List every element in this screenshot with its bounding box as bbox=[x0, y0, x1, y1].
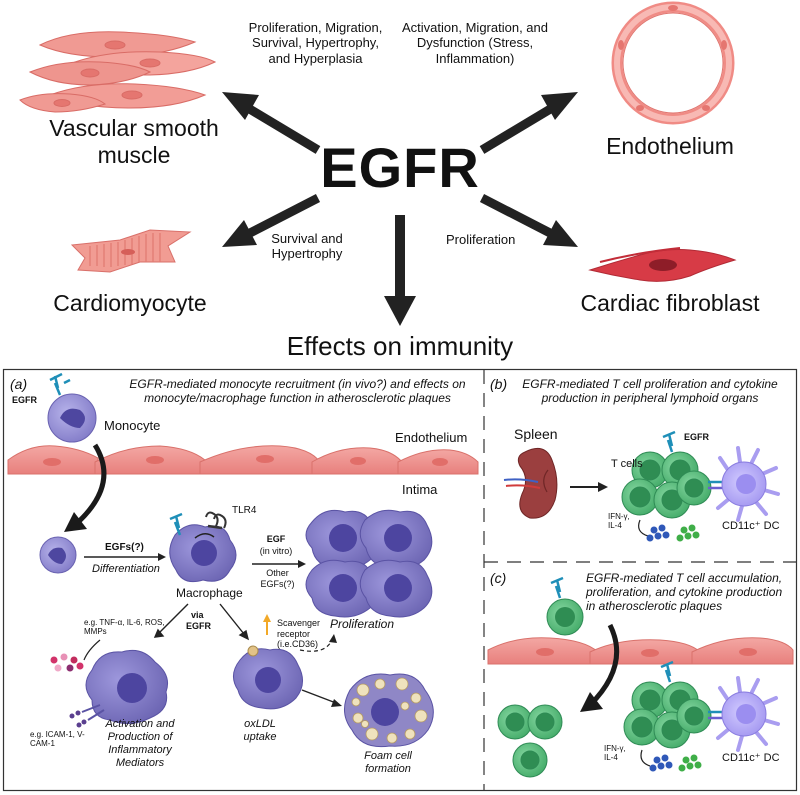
panel-a-egfr-receptor-icon bbox=[49, 372, 71, 396]
panel-a-endothelium-layer bbox=[7, 445, 479, 475]
endothelium-ring-icon bbox=[611, 1, 735, 125]
panel-a-monocyte-label: Monocyte bbox=[104, 418, 161, 433]
arrow-to-fibroblast bbox=[479, 193, 578, 247]
panel-a-scavenger-receptor-icon bbox=[263, 614, 271, 635]
panel-a-recruitment-arrow bbox=[64, 443, 107, 532]
panel-a-feedback-arrow bbox=[299, 639, 333, 652]
panel-a-egf-label: EGF bbox=[266, 534, 286, 544]
panel-a-tlr4-icon bbox=[205, 511, 227, 530]
arrow-to-immunity bbox=[384, 215, 416, 326]
panel-a-small-monocyte-icon bbox=[39, 536, 77, 574]
panel-a-oxldl-label: oxLDL uptake bbox=[243, 718, 277, 743]
cardiomyocyte-icon bbox=[70, 229, 192, 273]
panel-c-tcell-cluster-icon bbox=[623, 681, 712, 749]
endothelium-effect: Activation, Migration, and Dysfunction (… bbox=[402, 20, 548, 66]
panel-a-tlr4-label: TLR4 bbox=[232, 505, 257, 516]
panel-c-ifn-label: IFN-γ, IL-4 bbox=[604, 744, 626, 763]
panel-a-cytokines-label: e.g. TNF-α, IL-6, ROS, MMPs bbox=[84, 618, 165, 637]
panel-a-proliferation-label: Proliferation bbox=[330, 617, 395, 631]
immunity-heading: Effects on immunity bbox=[286, 331, 514, 361]
panel-a-foam-label: Foam cell formation bbox=[364, 750, 412, 775]
panel-b-cytokine-dots-icon bbox=[646, 524, 700, 542]
panel-c-synapse-icon bbox=[708, 710, 722, 720]
panel-c-cluster-egfr-icon bbox=[660, 660, 674, 683]
panel-a-binding-arrow bbox=[194, 533, 215, 539]
panel-a-mediator-dots-icon bbox=[50, 653, 84, 672]
panel-a-macrophage-icon bbox=[169, 524, 237, 583]
panel-a-macrophage-label: Macrophage bbox=[176, 586, 243, 600]
fibroblast-label: Cardiac fibroblast bbox=[580, 290, 760, 316]
panel-c-secretion-arrow bbox=[640, 749, 651, 767]
fibroblast-icon bbox=[588, 247, 737, 282]
panel-c-tcell-icon bbox=[546, 598, 584, 636]
panel-a-oxldl-macrophage-icon bbox=[233, 645, 303, 710]
panel-a-foam-cell-icon bbox=[344, 673, 434, 748]
panel-a-endothelium-label: Endothelium bbox=[395, 430, 468, 445]
vsm-cells-icon bbox=[19, 31, 217, 113]
panel-c-cytokine-dots-icon bbox=[649, 754, 702, 772]
egfr-title: EGFR bbox=[320, 136, 480, 199]
panel-a-activation-label: Activation and Production of Inflammator… bbox=[105, 718, 175, 769]
panel-a-intima-label: Intima bbox=[402, 482, 438, 497]
panel-a-egf-arrow bbox=[252, 560, 306, 568]
panel-a-macrophage-egfr-icon bbox=[169, 512, 183, 536]
panel-c-egfr-receptor-icon bbox=[550, 576, 564, 599]
panel-b-spleen-icon bbox=[503, 447, 558, 519]
panel-b-title: EGFR-mediated T cell proliferation and c… bbox=[522, 377, 778, 406]
panel-a-egfr-label: EGFR bbox=[12, 395, 38, 405]
panel-b-arrow bbox=[570, 482, 608, 492]
panel-b-egfr-receptor-icon bbox=[662, 430, 676, 453]
panel-c-title: EGFR-mediated T cell accumulation, proli… bbox=[586, 571, 783, 614]
panel-a-via-label: via bbox=[191, 610, 204, 620]
panel-frames bbox=[2, 368, 798, 792]
panel-c-tcell-group-left-icon bbox=[497, 704, 563, 778]
panel-a-foam-arrow bbox=[301, 689, 342, 707]
endothelium-label: Endothelium bbox=[606, 133, 734, 159]
panel-a-adhesion-label: e.g. ICAM-1, V-CAM-1 bbox=[30, 730, 85, 749]
panel-a-egfs-label: EGFs(?) bbox=[105, 542, 144, 553]
panel-c-dc-icon bbox=[716, 676, 780, 752]
panel-a-via-egfr-arrows bbox=[153, 603, 250, 641]
arrow-to-cardiomyocyte bbox=[222, 193, 321, 247]
cardiomyocyte-effect: Survival and Hypertrophy bbox=[271, 231, 343, 262]
panel-b-dc-icon bbox=[716, 446, 780, 522]
vsm-label: Vascular smooth muscle bbox=[49, 115, 219, 169]
vsm-effect: Proliferation, Migration, Survival, Hype… bbox=[248, 20, 383, 66]
fibroblast-effect: Proliferation bbox=[446, 232, 516, 247]
panel-c-recruitment-arrow bbox=[580, 623, 620, 712]
panel-a-monocyte-icon bbox=[47, 393, 97, 443]
panel-b-dc-label: CD11c⁺ DC bbox=[722, 520, 780, 532]
panel-b-spleen-label: Spleen bbox=[514, 426, 558, 442]
panel-a-scavenger-label: Scavenger receptor (i.e.CD36) bbox=[277, 618, 321, 650]
panel-a-via-egfr-label: EGFR bbox=[186, 621, 212, 631]
panel-c-dc-label: CD11c⁺ DC bbox=[722, 752, 780, 764]
arrow-to-endothelium bbox=[479, 92, 578, 154]
panel-a-proliferation-cluster-icon bbox=[305, 509, 433, 618]
panel-c-tag: (c) bbox=[490, 570, 507, 586]
panel-a-differentiation-arrow bbox=[84, 553, 166, 561]
egfr-arrows bbox=[222, 92, 578, 326]
cardiomyocyte-label: Cardiomyocyte bbox=[53, 290, 207, 316]
panel-b-tcells-label: T cells bbox=[611, 458, 643, 470]
panel-a-differentiation-label: Differentiation bbox=[92, 563, 160, 575]
panel-a-in-vitro-label: (in vitro) bbox=[259, 546, 293, 556]
panel-b-tag: (b) bbox=[490, 376, 508, 392]
panel-b-egfr-label: EGFR bbox=[684, 432, 710, 442]
arrow-to-vsm bbox=[222, 92, 321, 154]
panel-b-secretion-arrow bbox=[638, 519, 649, 537]
panel-c-endothelium-layer bbox=[487, 637, 794, 665]
panel-a-feedback-arrowhead bbox=[329, 634, 337, 643]
panel-a-title: EGFR-mediated monocyte recruitment (in v… bbox=[129, 377, 466, 406]
panel-b-synapse-icon bbox=[708, 480, 722, 490]
panel-a-tag: (a) bbox=[10, 376, 28, 392]
panel-a-other-egfs-label: Other EGFs(?) bbox=[260, 568, 295, 589]
panel-a-release-arrow bbox=[83, 639, 101, 661]
panel-a-activated-macrophage-icon bbox=[69, 649, 169, 728]
panel-b-ifn-label: IFN-γ, IL-4 bbox=[608, 512, 630, 531]
panel-b-tcell-cluster-icon bbox=[621, 451, 712, 519]
